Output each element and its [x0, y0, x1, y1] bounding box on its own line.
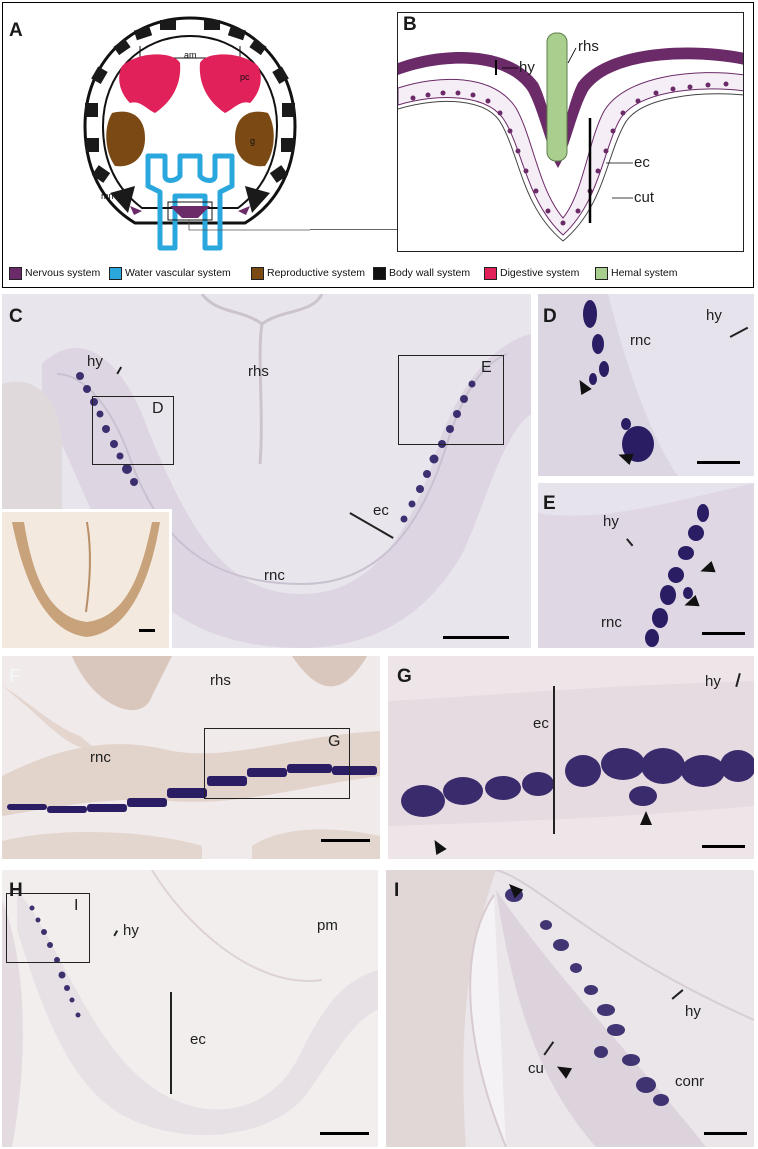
- legend-label: Reproductive system: [267, 267, 366, 279]
- micrograph-i-image: [386, 870, 754, 1147]
- label-rhs-f: rhs: [210, 672, 231, 689]
- panel-label-b: B: [403, 14, 417, 35]
- inset-box-e: [398, 355, 504, 445]
- label-mn: mn: [101, 191, 114, 201]
- schematic-frame: [2, 2, 754, 288]
- inset-box-d: [92, 396, 174, 465]
- scale-bar: [443, 636, 509, 639]
- legend-swatch: [373, 266, 386, 280]
- label-cu-i: cu: [528, 1060, 544, 1077]
- legend-item-body-wall: Body wall system: [373, 266, 470, 280]
- label-rhs-schematic: rhs: [578, 38, 599, 55]
- legend-label: Nervous system: [25, 267, 101, 279]
- inset-box-label-g: G: [328, 733, 341, 750]
- label-ec-h: ec: [190, 1031, 206, 1048]
- micrograph-d: [538, 294, 754, 476]
- legend-item-nervous: Nervous system: [9, 266, 100, 280]
- panel-label-h: H: [9, 880, 23, 901]
- scale-bar: [320, 1132, 369, 1135]
- inset-box-label-i: I: [74, 897, 79, 914]
- inset-unstained-image: [12, 521, 160, 637]
- detail-frame: [397, 12, 744, 252]
- marker-ec-g: [553, 686, 555, 834]
- legend: Nervous system Water vascular system Rep…: [9, 266, 754, 280]
- label-ec-g: ec: [533, 715, 549, 732]
- micrograph-f: [2, 656, 380, 859]
- legend-item-water: Water vascular system: [109, 266, 231, 280]
- panel-label-i: I: [394, 880, 400, 901]
- label-rnc-d: rnc: [630, 332, 651, 349]
- inset-box-label-e: E: [481, 359, 492, 376]
- label-hy-i: hy: [685, 1003, 701, 1020]
- legend-item-reproductive: Reproductive system: [251, 266, 365, 280]
- label-rnc-c: rnc: [264, 567, 285, 584]
- label-pm-h: pm: [317, 917, 338, 934]
- marker-ec-h: [170, 992, 172, 1094]
- legend-label: Digestive system: [500, 267, 580, 279]
- arrowhead-icon: [640, 811, 652, 825]
- panel-label-d: D: [543, 306, 557, 327]
- scale-bar: [704, 1132, 747, 1135]
- legend-swatch: [109, 266, 122, 280]
- legend-item-digestive: Digestive system: [484, 266, 579, 280]
- starfish-cross-section-diagram: [83, 16, 310, 251]
- inset-box-i: [6, 893, 90, 963]
- panel-label-f: F: [9, 666, 21, 687]
- legend-label: Body wall system: [389, 267, 471, 279]
- inset-box-g: [204, 728, 350, 799]
- legend-swatch: [595, 266, 608, 280]
- scale-bar: [321, 839, 370, 842]
- label-conr-i: conr: [675, 1073, 705, 1090]
- legend-swatch: [484, 266, 497, 280]
- legend-label: Hemal system: [611, 267, 678, 279]
- panel-label-a: A: [9, 20, 23, 41]
- micrograph-e-image: [538, 483, 754, 648]
- inset-box-label-d: D: [152, 400, 164, 417]
- label-hy-g: hy: [705, 673, 721, 690]
- scale-bar: [139, 629, 155, 632]
- panel-label-e: E: [543, 493, 556, 514]
- label-hy-c: hy: [87, 353, 103, 370]
- micrograph-h: [2, 870, 378, 1147]
- legend-swatch: [251, 266, 264, 280]
- label-rnc-f: rnc: [90, 749, 111, 766]
- legend-swatch: [9, 266, 22, 280]
- scale-bar: [702, 632, 745, 635]
- label-g: g: [250, 136, 256, 146]
- label-hy-h: hy: [123, 922, 139, 939]
- label-hy-schematic: hy: [519, 59, 535, 76]
- scale-bar: [702, 845, 745, 848]
- label-hy-e: hy: [603, 513, 619, 530]
- label-ec-c: ec: [373, 502, 389, 519]
- micrograph-e: [538, 483, 754, 648]
- radial-nerve-detail-diagram: [398, 32, 743, 242]
- label-rhs-c: rhs: [248, 363, 269, 380]
- label-rnc-e: rnc: [601, 614, 622, 631]
- micrograph-h-image: [2, 870, 378, 1147]
- micrograph-c: [2, 294, 531, 648]
- micrograph-i: [386, 870, 754, 1147]
- label-hy-d: hy: [706, 307, 722, 324]
- label-pc: pc: [240, 72, 250, 82]
- panel-label-g: G: [397, 666, 412, 687]
- micrograph-g-image: [388, 681, 754, 826]
- legend-item-hemal: Hemal system: [595, 266, 678, 280]
- legend-label: Water vascular system: [125, 267, 231, 279]
- micrograph-f-image: [2, 656, 380, 859]
- label-cut-schematic: cut: [634, 189, 655, 206]
- panel-label-c: C: [9, 306, 23, 327]
- connector-line: [310, 229, 398, 230]
- label-ec-schematic: ec: [634, 154, 650, 171]
- inset-unstained: [2, 509, 172, 648]
- micrograph-d-image: [538, 294, 678, 476]
- label-am: am: [184, 50, 197, 60]
- scale-bar: [697, 461, 740, 464]
- micrograph-g: [388, 656, 754, 859]
